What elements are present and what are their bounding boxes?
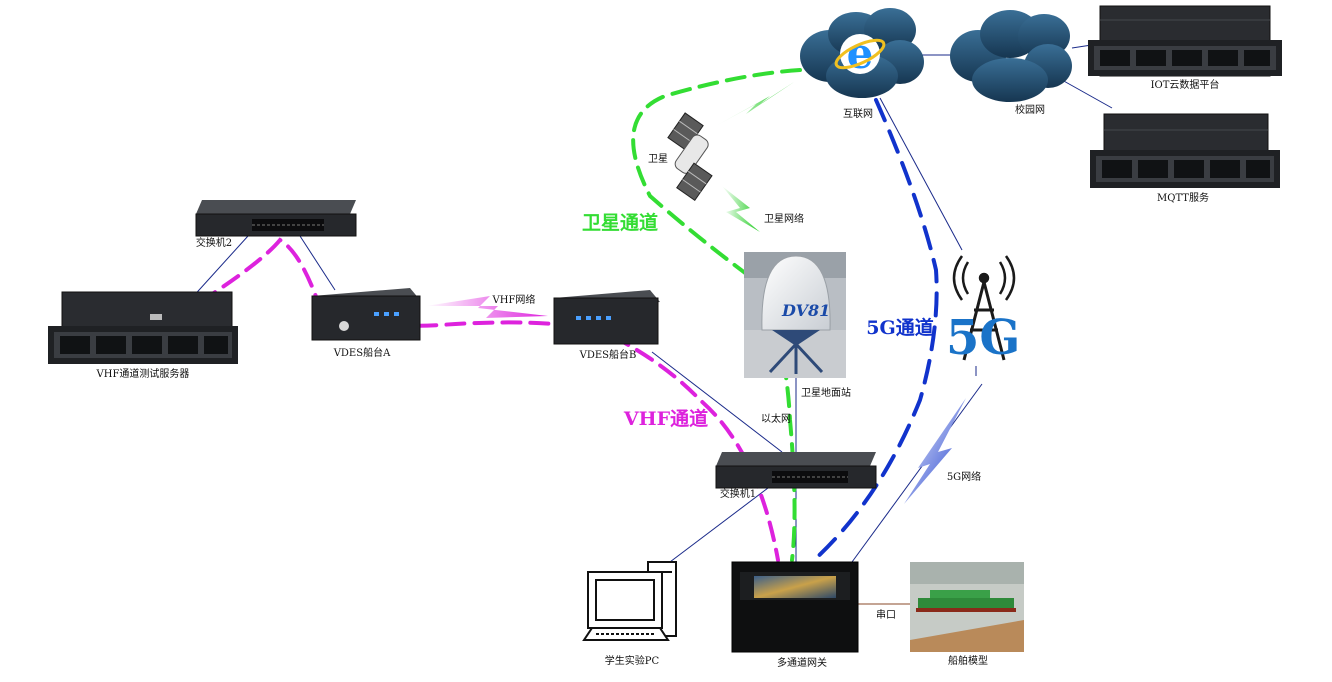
network-switch-icon: [195, 200, 357, 237]
desktop-computer-icon: [582, 561, 677, 641]
iot-platform-label: IOT云数据平台: [1151, 78, 1220, 91]
internet-label: 互联网: [843, 108, 873, 120]
ship-model-label: 船舶模型: [948, 654, 988, 667]
campus-cloud: 校园网: [950, 10, 1072, 116]
student-pc-label: 学生实验PC: [605, 654, 660, 667]
rack-server-icon: [1090, 113, 1280, 188]
wireless-zigzag-icon: [426, 296, 548, 318]
link-campus-mqtt: [1061, 79, 1113, 109]
5g-channel-label: 5G通道: [866, 316, 933, 339]
antenna-brand-text: DV81: [781, 301, 830, 320]
link-switch1-pc: [661, 487, 769, 569]
satellite-icon: [667, 112, 713, 202]
vhf-server-node: VHF通道测试服务器: [48, 291, 238, 380]
satellite-node: 卫星: [648, 112, 713, 202]
link-5g-gateway: [851, 383, 983, 563]
internet-cloud: e 互联网: [800, 8, 924, 120]
vdes-a-node: VDES船台A: [311, 288, 421, 359]
switch2-node: 交换机2: [195, 200, 357, 249]
network-switch-icon: [715, 452, 877, 489]
link-switch2-vdesa: [299, 235, 336, 291]
switch1-node: 交换机1: [715, 452, 877, 500]
ground-station-label: 卫星地面站: [801, 386, 851, 399]
mqtt-server: MQTT服务: [1090, 113, 1280, 204]
5g-network-label: 5G网络: [947, 470, 981, 483]
vdes-radio-icon: [553, 290, 660, 345]
internet-explorer-icon: e: [834, 29, 886, 78]
iot-server: IOT云数据平台: [1088, 5, 1282, 91]
satellite-channel-path: [631, 68, 802, 562]
wireless-zigzag-icon: [712, 82, 794, 128]
link-vdesb-switch1: [651, 351, 783, 453]
gateway-label: 多通道网关: [777, 656, 827, 669]
ethernet-label: 以太网: [761, 412, 791, 425]
vhf-server-label: VHF通道测试服务器: [96, 367, 190, 380]
campus-label: 校园网: [1015, 103, 1045, 116]
5g-channel-path: [810, 98, 939, 564]
rack-server-icon: [48, 291, 238, 364]
ship-model-node: 船舶模型: [910, 562, 1024, 667]
svg-text:e: e: [847, 29, 874, 78]
cell-tower-icon: [952, 255, 1016, 361]
rack-server-icon: [1088, 5, 1282, 77]
link-internet-5g: [879, 97, 963, 251]
vdes-radio-icon: [311, 288, 421, 341]
gateway-screen: [754, 576, 836, 598]
cloud-icon: [950, 10, 1072, 102]
link-switch2-server: [189, 235, 249, 301]
wired-links: [189, 43, 1113, 605]
vhf-channel-label: VHF通道: [623, 407, 708, 430]
vdes-b-node: VDES船台B: [553, 290, 660, 361]
vhf-network-label: VHF网络: [492, 293, 536, 306]
mqtt-label: MQTT服务: [1157, 191, 1209, 204]
satellite-network-label: 卫星网络: [764, 212, 804, 225]
vdes-a-label: VDES船台A: [333, 346, 391, 359]
serial-label: 串口: [876, 609, 896, 621]
satellite-channel-label: 卫星通道: [582, 211, 658, 234]
student-pc-node: 学生实验PC: [582, 561, 677, 667]
switch1-label: 交换机1: [720, 487, 756, 500]
gateway-node: 多通道网关: [731, 561, 859, 669]
vdes-b-label: VDES船台B: [579, 348, 637, 361]
tower-5g: 5G 5G通道: [866, 255, 1020, 366]
switch2-label: 交换机2: [196, 236, 232, 249]
ground-station: DV81 卫星地面站: [744, 252, 851, 399]
logo-5g-text: 5G: [946, 310, 1020, 366]
wireless-zigzag-icon: [904, 398, 966, 504]
satellite-label: 卫星: [648, 153, 668, 165]
wireless-zigzag-icon: [722, 186, 760, 232]
vhf-channel-path: [198, 237, 780, 562]
